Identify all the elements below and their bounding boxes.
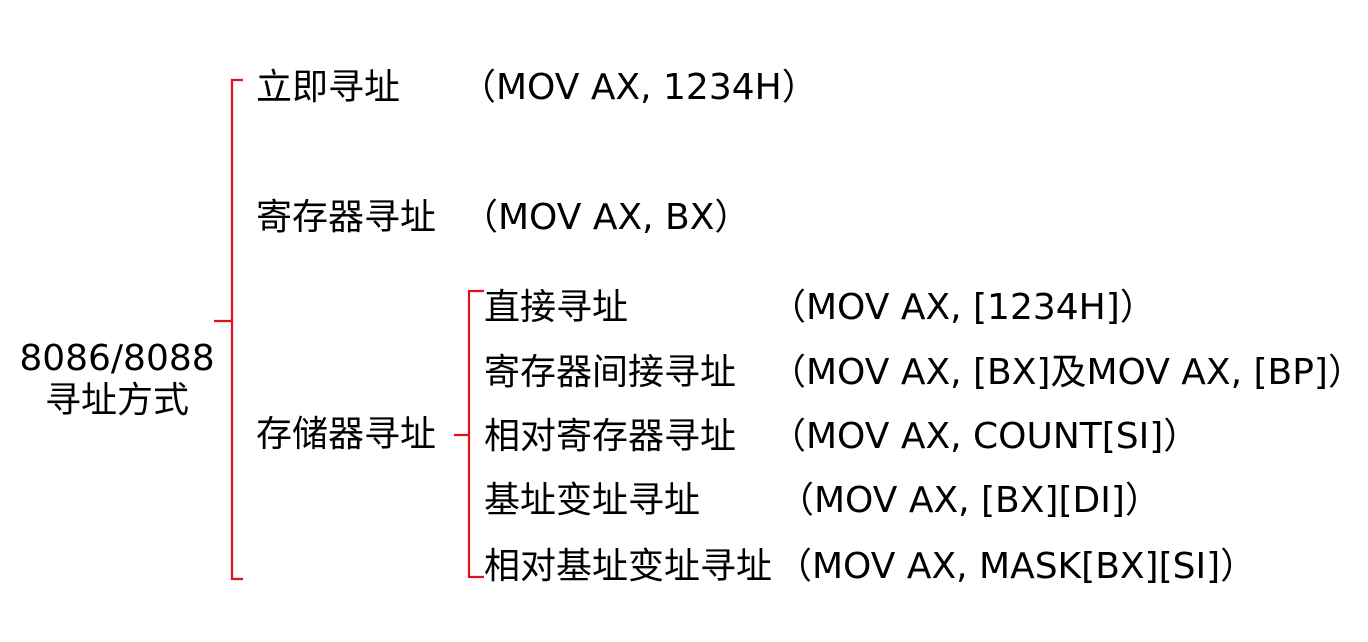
register-addressing-example: （MOV AX, BX） (462, 197, 751, 238)
register-indirect-example: （MOV AX, [BX]及MOV AX, [BP]） (770, 352, 1364, 393)
register-addressing-label: 寄存器寻址 (256, 197, 437, 238)
relative-base-indexed-example: （MOV AX, MASK[BX][SI]） (776, 546, 1257, 587)
register-relative-example: （MOV AX, COUNT[SI]） (770, 416, 1200, 457)
memory-addressing-label: 存储器寻址 (256, 414, 437, 455)
base-indexed-label: 基址变址寻址 (484, 480, 701, 521)
main-brace (214, 78, 243, 581)
direct-addressing-example: （MOV AX, [1234H]） (770, 287, 1156, 328)
memory-brace (454, 289, 484, 579)
root-label-line1: 8086/8088 (19, 338, 215, 379)
root-label: 8086/8088 寻址方式 (12, 338, 222, 422)
register-relative-label: 相对寄存器寻址 (484, 416, 737, 457)
relative-base-indexed-label: 相对基址变址寻址 (484, 546, 773, 587)
register-indirect-label: 寄存器间接寻址 (484, 352, 737, 393)
base-indexed-example: （MOV AX, [BX][DI]） (778, 480, 1161, 521)
immediate-addressing-label: 立即寻址 (256, 67, 401, 108)
root-label-line2: 寻址方式 (44, 380, 189, 421)
direct-addressing-label: 直接寻址 (484, 287, 629, 328)
immediate-addressing-example: （MOV AX, 1234H） (460, 67, 818, 108)
